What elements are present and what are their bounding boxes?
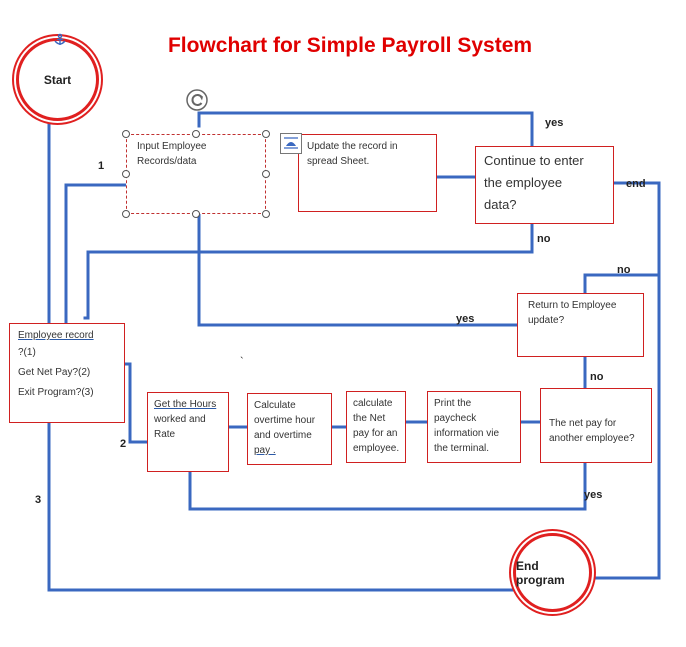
resize-handle-right[interactable] <box>262 170 270 178</box>
connector-right-no <box>583 273 661 296</box>
label-end: end <box>626 178 646 190</box>
update-box-line-1: Update the record in <box>307 141 398 152</box>
start-label: Start <box>43 72 72 87</box>
start-node[interactable]: Start <box>16 38 99 121</box>
calculate-overtime-box[interactable]: Calculate overtime hour and overtime pay… <box>247 393 332 465</box>
continue-box-line-1: Continue to enter <box>484 153 584 168</box>
resize-handle-top-right[interactable] <box>262 130 270 138</box>
get-hours-box[interactable]: Get the Hours worked and Rate <box>147 392 229 472</box>
label-yes-return: yes <box>456 313 475 325</box>
connector-bottom-loop <box>188 461 587 511</box>
hours-box-line-2: worked and <box>154 414 206 425</box>
hours-box-line-3: Rate <box>154 429 176 440</box>
anchor-icon <box>54 33 66 45</box>
continue-box-line-3: data? <box>484 197 517 212</box>
menu-exit-program[interactable]: Exit Program?(3) <box>18 387 94 398</box>
resize-handle-bottom-right[interactable] <box>262 210 270 218</box>
overtime-box-line-4: pay . <box>254 445 276 456</box>
connector-input-to-return <box>197 213 519 327</box>
another-box-line-1: The net pay for <box>549 418 617 429</box>
rotate-handle-icon[interactable] <box>186 89 208 111</box>
label-number-1: 1 <box>98 160 105 172</box>
another-box-line-2: another employee? <box>549 433 635 444</box>
label-no-right: no <box>617 264 631 276</box>
netpay-box-line-4: employee. <box>353 443 400 454</box>
connector-menu-to-input <box>64 183 129 324</box>
menu-get-net-pay[interactable]: Get Net Pay?(2) <box>18 367 91 378</box>
menu-employee-record[interactable]: Employee record <box>18 330 94 341</box>
connector-menu-to-hours <box>122 362 150 444</box>
label-number-2: 2 <box>120 438 127 450</box>
update-record-box[interactable]: Update the record in spread Sheet. <box>298 134 437 212</box>
print-box-line-4: the terminal. <box>434 443 490 454</box>
page-title: Flowchart for Simple Payroll System <box>167 34 533 57</box>
resize-handle-top[interactable] <box>192 130 200 138</box>
menu-line-2: ?(1) <box>18 347 36 358</box>
connector-end-to-right <box>588 181 661 580</box>
connector-continue-no <box>83 220 534 320</box>
print-box-line-2: paycheck <box>434 413 477 424</box>
input-box-line-1: Input Employee <box>137 141 207 152</box>
stray-tick-mark: ` <box>240 356 244 368</box>
resize-handle-bottom[interactable] <box>192 210 200 218</box>
overtime-box-line-2: overtime hour <box>254 415 316 426</box>
label-no-continue: no <box>537 233 551 245</box>
layout-options-icon[interactable] <box>280 133 302 154</box>
connector-start-to-end <box>47 113 517 592</box>
print-box-line-1: Print the <box>434 398 472 409</box>
print-paycheck-box[interactable]: Print the paycheck information vie the t… <box>427 391 521 463</box>
return-box-line-2: update? <box>528 315 565 326</box>
netpay-box-line-1: calculate <box>353 398 393 409</box>
another-employee-box[interactable]: The net pay for another employee? <box>540 388 652 463</box>
return-update-box[interactable]: Return to Employee update? <box>517 293 644 357</box>
label-number-3: 3 <box>35 494 42 506</box>
main-menu-box[interactable]: Employee record ?(1) Get Net Pay?(2) Exi… <box>9 323 125 423</box>
update-box-line-2: spread Sheet. <box>307 156 370 167</box>
connector-top-loop <box>197 111 534 150</box>
continue-entry-box[interactable]: Continue to enter the employee data? <box>475 146 614 224</box>
resize-handle-bottom-left[interactable] <box>122 210 130 218</box>
resize-handle-left[interactable] <box>122 170 130 178</box>
overtime-box-line-1: Calculate <box>254 400 296 411</box>
calculate-net-pay-box[interactable]: calculate the Net pay for an employee. <box>346 391 406 463</box>
netpay-box-line-3: pay for an <box>353 428 398 439</box>
continue-box-line-2: the employee <box>484 175 563 190</box>
label-yes-top: yes <box>545 117 564 129</box>
end-program-node[interactable]: End program <box>513 533 592 612</box>
label-yes-bottom: yes <box>584 489 603 501</box>
return-box-line-1: Return to Employee <box>528 300 617 311</box>
input-box-line-2: Records/data <box>137 156 197 167</box>
menu-line-1: Employee record <box>18 327 116 344</box>
netpay-box-line-2: the Net <box>353 413 386 424</box>
end-program-label: End program <box>516 558 565 587</box>
overtime-box-line-3: and overtime <box>254 430 312 441</box>
resize-handle-top-left[interactable] <box>122 130 130 138</box>
label-no-return: no <box>590 371 604 383</box>
hours-box-line-1: Get the Hours <box>154 399 217 410</box>
print-box-line-3: information vie <box>434 428 500 439</box>
input-employee-box[interactable]: Input Employee Records/data <box>126 134 266 214</box>
